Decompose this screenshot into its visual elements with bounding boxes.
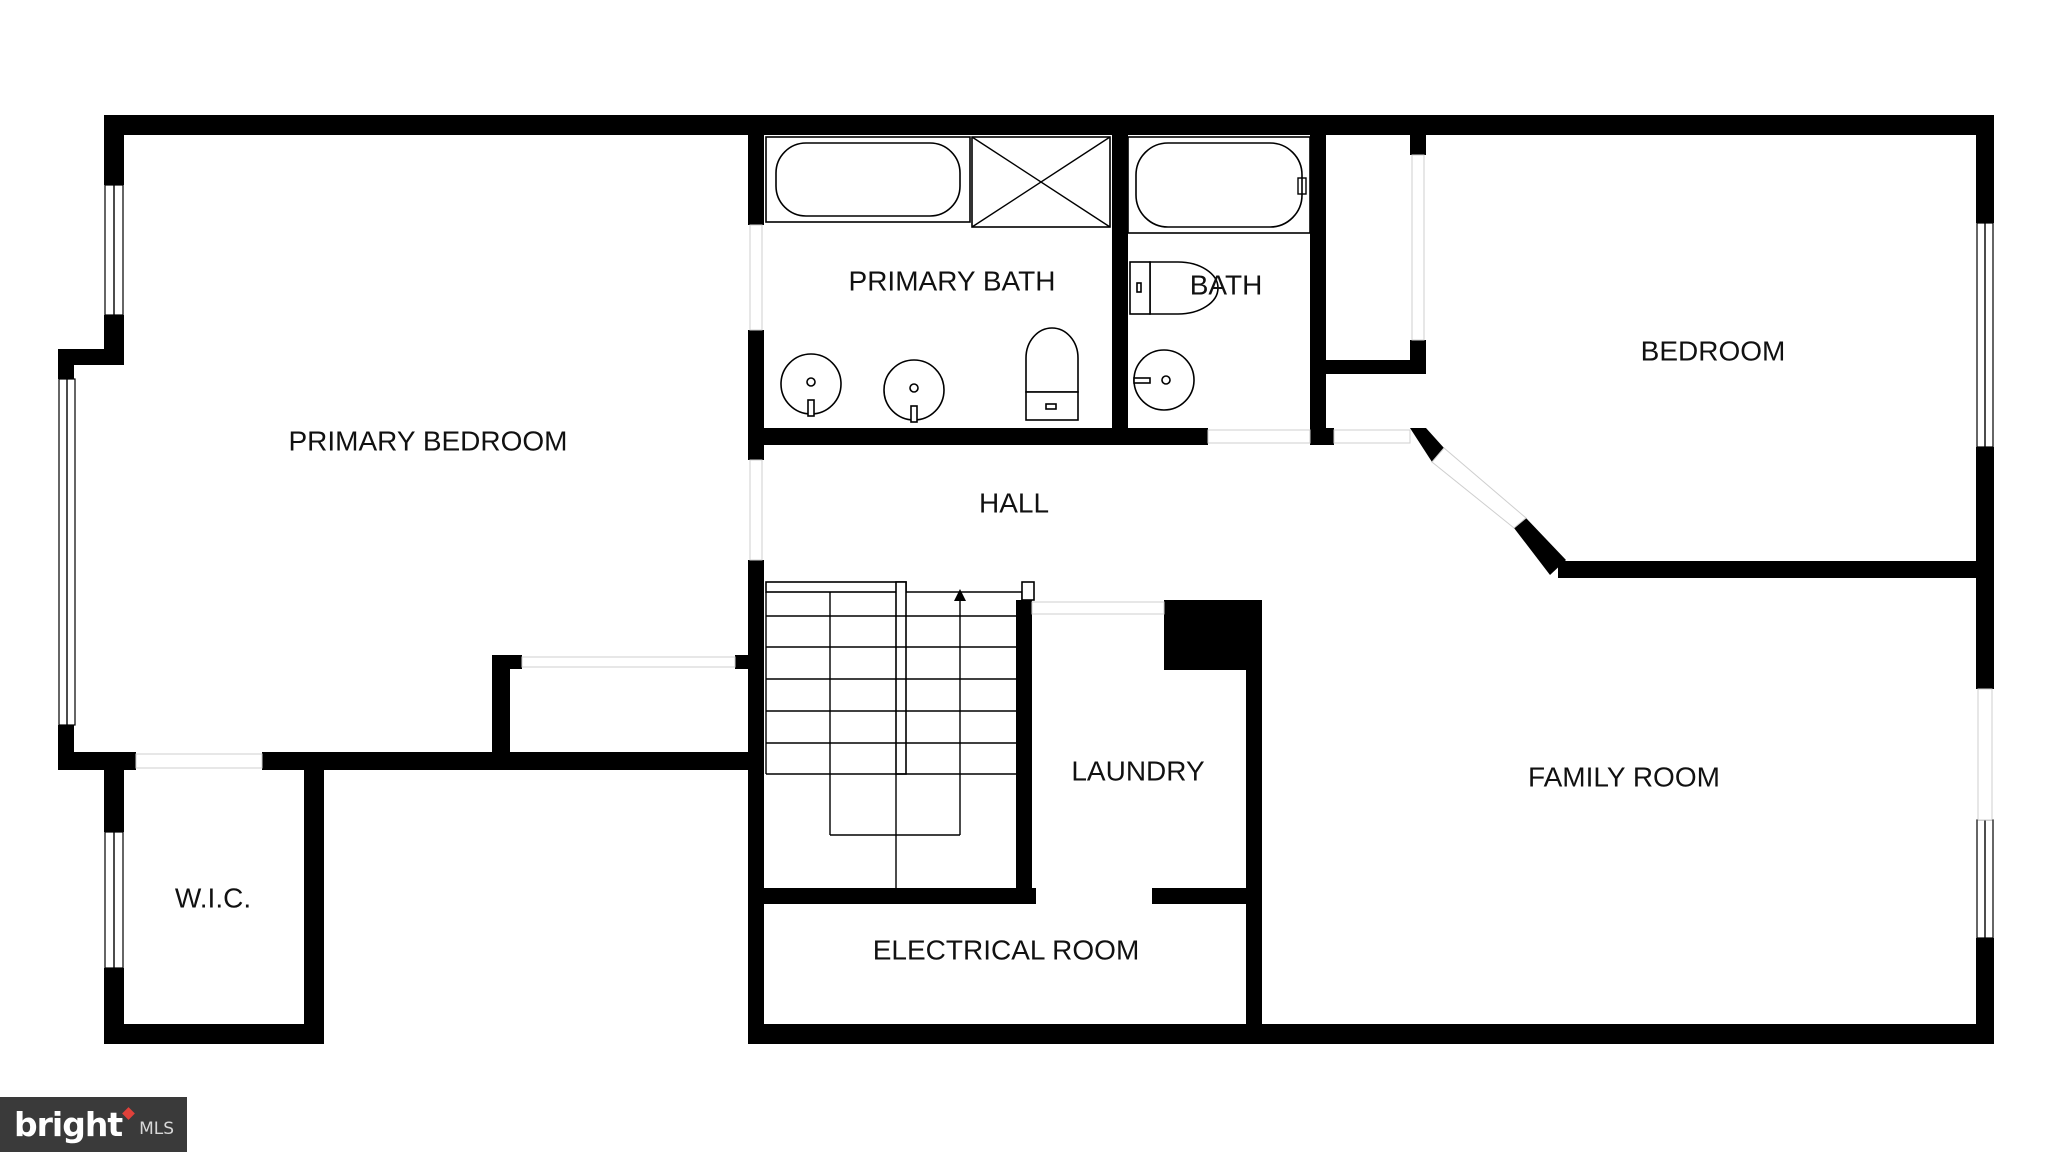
label-primary-bedroom: PRIMARY BEDROOM <box>288 425 567 456</box>
label-primary-bath: PRIMARY BATH <box>849 265 1056 296</box>
bright-mls-logo: bright MLS <box>0 1097 187 1152</box>
label-electrical-room: ELECTRICAL ROOM <box>873 934 1140 965</box>
toilet-primary <box>1025 327 1079 393</box>
label-hall: HALL <box>979 487 1049 518</box>
room-labels: PRIMARY BEDROOM PRIMARY BATH BATH BEDROO… <box>175 265 1785 965</box>
walls <box>58 115 1994 1044</box>
stair-arrow-icon <box>954 589 966 601</box>
logo-brand-text: bright <box>14 1105 123 1144</box>
toilet-bath <box>1149 261 1219 315</box>
openings <box>135 154 1993 821</box>
logo-diamond-icon <box>122 1107 135 1120</box>
label-bedroom: BEDROOM <box>1641 335 1786 366</box>
stairs <box>765 581 1035 890</box>
logo-mls-text: MLS <box>139 1118 175 1139</box>
label-wic: W.I.C. <box>175 882 251 913</box>
fixtures <box>765 136 1311 423</box>
label-family-room: FAMILY ROOM <box>1528 761 1720 792</box>
label-bath: BATH <box>1190 269 1263 300</box>
label-laundry: LAUNDRY <box>1071 755 1205 786</box>
